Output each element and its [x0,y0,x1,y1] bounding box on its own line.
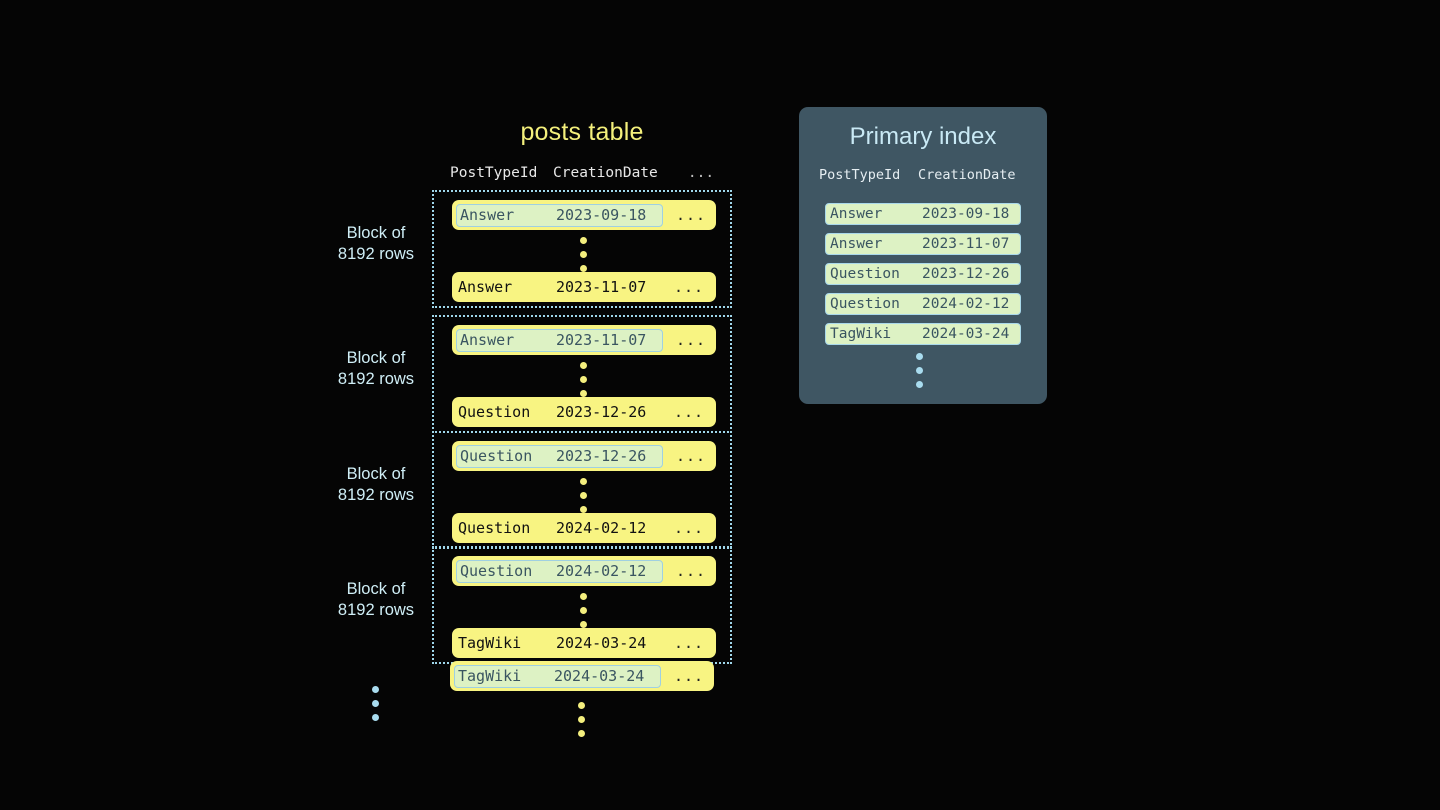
block-label-4: Block of 8192 rows [337,580,415,619]
cell-creationdate: 2024-03-24 [554,666,645,685]
column-header-more: ... [687,165,715,181]
cell-creationdate: 2024-03-24 [556,634,647,652]
primary-index-panel: Primary index PostTypeId CreationDate An… [799,107,1047,404]
block-label-3: Block of 8192 rows [337,465,415,504]
cell-more: ... [673,519,705,537]
cell-posttypeid: TagWiki [458,634,522,652]
index-row: Question 2023-12-26 [825,263,1021,285]
table-row: Question 2023-12-26 ... [452,441,716,471]
cell-posttypeid: Answer [830,236,883,252]
column-header-creationdate: CreationDate [918,167,1016,183]
block-label-1: Block of 8192 rows [337,224,415,263]
index-row: TagWiki 2024-03-24 [825,323,1021,345]
cell-posttypeid: Question [458,403,531,421]
blocks-continue-ellipsis [372,686,379,721]
table-row: TagWiki 2024-03-24 ... [452,628,716,658]
table-row: Question 2023-12-26 ... [452,397,716,427]
cell-more: ... [673,278,705,296]
table-row: Question 2024-02-12 ... [452,556,716,586]
cell-posttypeid: Answer [460,330,515,349]
column-header-posttypeid: PostTypeId [450,165,538,181]
cell-creationdate: 2023-12-26 [556,403,647,421]
table-row: Answer 2023-11-07 ... [452,325,716,355]
cell-creationdate: 2023-09-18 [556,205,647,224]
column-header-posttypeid: PostTypeId [819,167,901,183]
table-row-tail: TagWiki 2024-03-24 ... [450,661,714,691]
cell-more: ... [675,331,707,349]
table-row: Answer 2023-11-07 ... [452,272,716,302]
table-row: Answer 2023-09-18 ... [452,200,716,230]
cell-posttypeid: Question [458,519,531,537]
cell-creationdate: 2024-02-12 [556,561,647,580]
cell-posttypeid: Question [830,296,900,312]
cell-creationdate: 2023-11-07 [556,330,647,349]
cell-more: ... [675,206,707,224]
primary-index-title: Primary index [849,123,997,150]
posts-table-title: posts table [520,118,644,146]
table-row: Question 2024-02-12 ... [452,513,716,543]
index-row: Answer 2023-11-07 [825,233,1021,255]
cell-creationdate: 2023-12-26 [922,266,1010,282]
table-block-4: Block of 8192 rows Question 2024-02-12 .… [338,546,732,664]
cell-posttypeid: TagWiki [830,326,892,342]
block-label-2: Block of 8192 rows [337,349,415,388]
cell-more: ... [675,447,707,465]
cell-posttypeid: Question [460,561,533,580]
posts-table-column-headers: PostTypeId CreationDate ... [450,165,750,181]
cell-posttypeid: Question [460,446,533,465]
cell-creationdate: 2024-03-24 [922,326,1010,342]
column-header-creationdate: CreationDate [553,165,658,181]
cell-posttypeid: Answer [830,206,883,222]
cell-more: ... [673,634,705,652]
cell-creationdate: 2024-02-12 [922,296,1010,312]
index-row: Answer 2023-09-18 [825,203,1021,225]
cell-posttypeid: TagWiki [458,666,522,685]
cell-more: ... [673,667,705,685]
cell-creationdate: 2024-02-12 [556,519,647,537]
cell-more: ... [673,403,705,421]
cell-posttypeid: Answer [458,278,513,296]
cell-posttypeid: Answer [460,205,515,224]
cell-creationdate: 2023-11-07 [922,236,1010,252]
cell-creationdate: 2023-11-07 [556,278,647,296]
table-continues-ellipsis [578,702,585,737]
cell-creationdate: 2023-09-18 [922,206,1010,222]
index-row: Question 2024-02-12 [825,293,1021,315]
cell-creationdate: 2023-12-26 [556,446,647,465]
rows-ellipsis-vertical [580,362,587,397]
primary-index-column-headers: PostTypeId CreationDate [819,167,1029,183]
table-block-1: Block of 8192 rows Answer 2023-09-18 ...… [338,190,732,308]
table-block-3: Block of 8192 rows Question 2023-12-26 .… [338,431,732,549]
rows-ellipsis-vertical [580,237,587,272]
rows-ellipsis-vertical [580,593,587,628]
table-block-2: Block of 8192 rows Answer 2023-11-07 ...… [338,315,732,433]
cell-more: ... [675,562,707,580]
cell-posttypeid: Question [830,266,900,282]
rows-ellipsis-vertical [580,478,587,513]
index-continues-ellipsis [916,353,923,388]
